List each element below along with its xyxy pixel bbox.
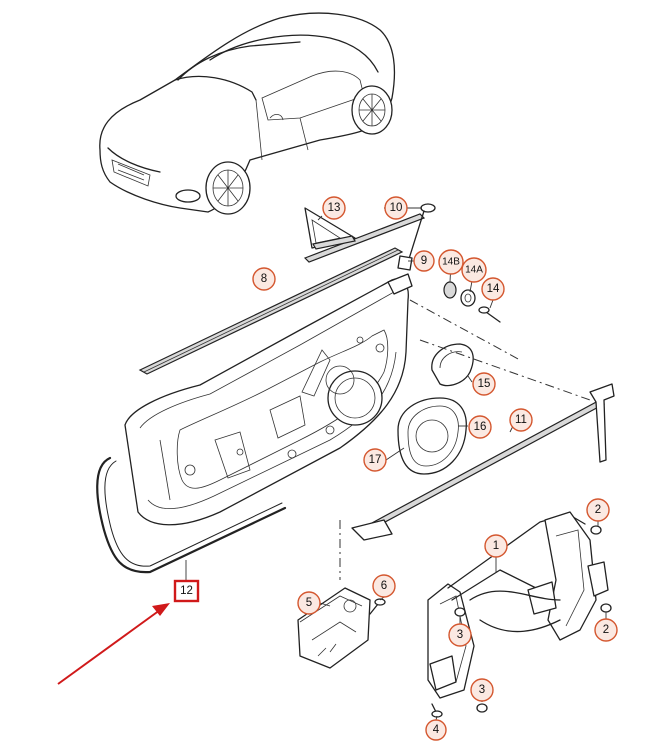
callout-12-highlighted: 12 xyxy=(173,560,200,603)
svg-text:10: 10 xyxy=(390,202,403,214)
svg-text:14B: 14B xyxy=(442,257,460,268)
clip-9 xyxy=(397,255,413,271)
svg-text:17: 17 xyxy=(369,454,382,466)
callout-2-lower: 2 xyxy=(594,618,618,642)
svg-text:2: 2 xyxy=(603,624,609,636)
callout-3-lower: 3 xyxy=(470,678,494,702)
svg-text:13: 13 xyxy=(328,202,341,214)
car-illustration xyxy=(99,12,396,215)
callout-14b: 14B xyxy=(438,249,464,275)
door-frame xyxy=(124,273,413,526)
callout-13: 13 xyxy=(322,196,346,220)
screw-6 xyxy=(369,598,386,615)
speaker-ring-16 xyxy=(397,397,467,475)
alignment-guide-lines xyxy=(339,299,591,580)
svg-text:14A: 14A xyxy=(465,265,483,276)
callout-1: 1 xyxy=(484,534,508,558)
bolt-14 xyxy=(478,306,501,323)
svg-text:12: 12 xyxy=(180,585,193,597)
door-seal-12 xyxy=(96,456,287,574)
svg-text:9: 9 xyxy=(421,255,427,267)
red-pointer-arrow xyxy=(57,603,170,685)
callout-2-upper: 2 xyxy=(586,498,610,522)
bolt-4 xyxy=(431,703,443,718)
mirror-mount-13 xyxy=(304,207,356,250)
svg-text:16: 16 xyxy=(474,421,487,433)
svg-text:8: 8 xyxy=(261,273,267,285)
svg-text:1: 1 xyxy=(493,540,499,552)
callout-11: 11 xyxy=(509,408,533,432)
svg-text:11: 11 xyxy=(515,414,527,426)
svg-text:4: 4 xyxy=(433,724,440,736)
callout-3-upper: 3 xyxy=(448,623,472,647)
nut-2a xyxy=(590,525,602,535)
callout-14: 14 xyxy=(481,277,505,301)
svg-text:3: 3 xyxy=(457,629,463,641)
callout-10: 10 xyxy=(384,196,408,220)
nut-3a xyxy=(454,607,466,617)
callout-15: 15 xyxy=(472,372,496,396)
callout-5: 5 xyxy=(297,591,321,615)
callout-16: 16 xyxy=(468,415,492,439)
washer-14a xyxy=(460,289,476,307)
nut-3b xyxy=(476,703,488,713)
svg-text:2: 2 xyxy=(595,504,601,516)
svg-text:3: 3 xyxy=(479,684,485,696)
svg-text:6: 6 xyxy=(381,580,387,592)
callout-17: 17 xyxy=(363,448,387,472)
upper-seal-strip xyxy=(303,213,426,263)
callout-6: 6 xyxy=(372,574,396,598)
window-guide-11 xyxy=(351,383,615,541)
callout-14a: 14A xyxy=(461,257,487,283)
callout-4: 4 xyxy=(425,719,447,741)
callout-8: 8 xyxy=(252,267,276,291)
nut-2b xyxy=(600,603,612,613)
svg-text:14: 14 xyxy=(487,283,500,295)
cover-15 xyxy=(431,343,474,387)
svg-text:15: 15 xyxy=(478,378,491,390)
svg-text:5: 5 xyxy=(306,597,312,609)
window-channel-strip-8 xyxy=(138,247,404,375)
callout-9: 9 xyxy=(413,250,435,272)
grommet-14b xyxy=(443,281,457,299)
window-regulator-1 xyxy=(427,511,609,699)
